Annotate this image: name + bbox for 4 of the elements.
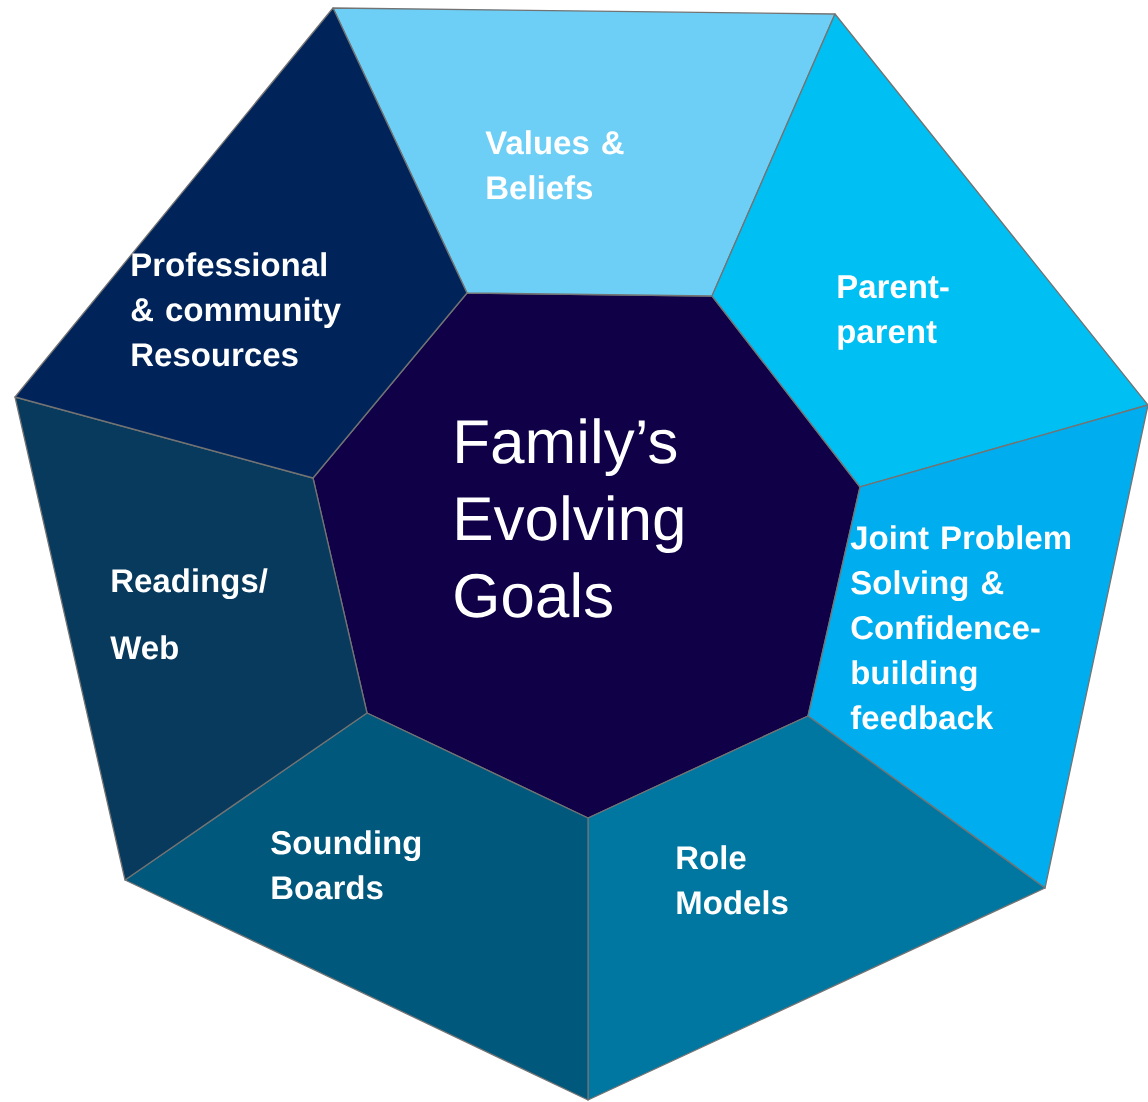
segment: Values & Beliefs xyxy=(332,7,836,297)
segment: Sounding Boards xyxy=(124,712,589,1101)
segment: Joint Problem Solving & Confidence-building feedback xyxy=(807,404,1148,889)
segment: Parent-parent xyxy=(711,13,1148,488)
